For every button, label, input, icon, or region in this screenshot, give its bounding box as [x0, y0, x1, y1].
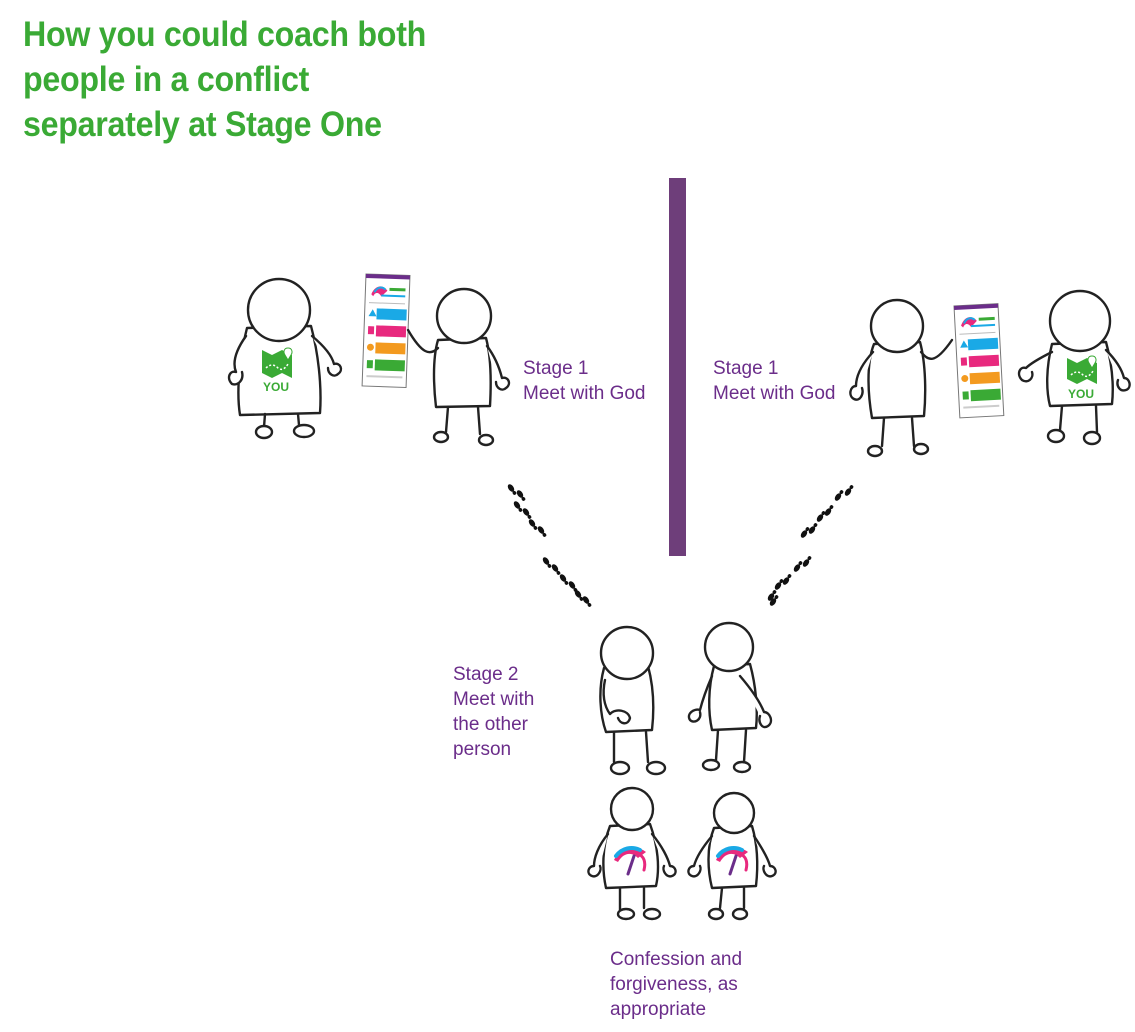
title-line-2: people in a conflict — [23, 60, 310, 99]
you-shirt-label: YOU — [1068, 387, 1094, 401]
title-line-3: separately at Stage One — [23, 105, 382, 144]
person-figure-stage2-right — [687, 621, 773, 774]
coach-figure-right: YOU — [1017, 289, 1131, 446]
quick-start-guide-icon — [361, 273, 411, 389]
divider-bar — [669, 178, 686, 556]
stage2-line-4: person — [453, 739, 512, 760]
stage1-left-line-1: Stage 1 — [523, 358, 589, 379]
person-figure-confession-right — [687, 791, 777, 921]
stage2-line-1: Stage 2 — [453, 664, 519, 685]
footsteps-icon — [766, 483, 855, 607]
confession-label: Confession and forgiveness, as appropria… — [610, 947, 742, 1022]
stage1-right-line-1: Stage 1 — [713, 358, 779, 379]
stage1-right-line-2: Meet with God — [713, 383, 836, 404]
person-figure-right — [849, 298, 954, 458]
page-title: How you could coach both people in a con… — [23, 12, 428, 147]
you-shirt-label: YOU — [263, 380, 289, 394]
stage1-left-label: Stage 1 Meet with God — [523, 356, 646, 406]
person-figure-confession-left — [587, 786, 677, 921]
stage1-right-label: Stage 1 Meet with God — [713, 356, 836, 406]
stage2-label: Stage 2 Meet with the other person — [453, 662, 534, 762]
quick-start-guide-icon — [953, 302, 1005, 419]
coach-figure-left: YOU — [227, 277, 343, 440]
person-figure-stage2-left — [599, 625, 667, 776]
confession-line-3: appropriate — [610, 999, 707, 1020]
title-line-1: How you could coach both — [23, 15, 427, 54]
person-figure-left — [406, 287, 511, 447]
stage2-line-3: the other — [453, 714, 528, 735]
stage2-line-2: Meet with — [453, 689, 535, 710]
map-pin-icon — [1067, 355, 1097, 384]
confession-line-1: Confession and — [610, 949, 743, 970]
stage1-left-line-2: Meet with God — [523, 383, 646, 404]
map-pin-icon — [262, 347, 293, 378]
confession-line-2: forgiveness, as — [610, 974, 738, 995]
footsteps-icon — [506, 483, 593, 609]
